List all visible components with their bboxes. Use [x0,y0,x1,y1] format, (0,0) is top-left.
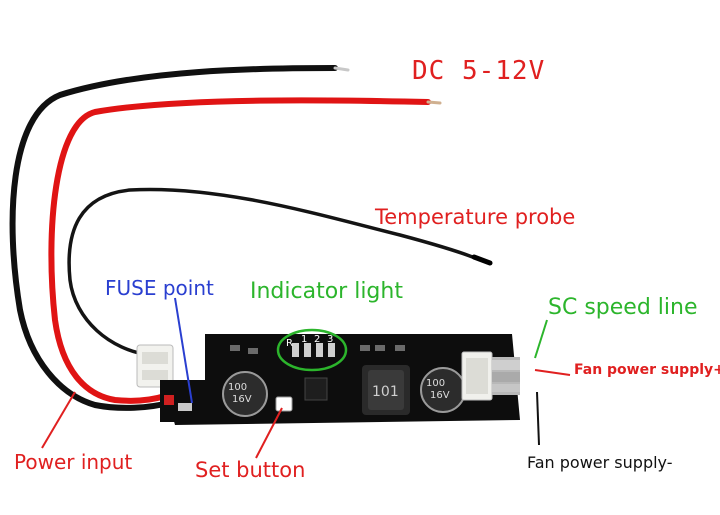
indicator-mark-1: 1 [301,334,307,345]
capacitor-left: 100 16V [222,371,268,417]
fuse-point-label: FUSE point [105,276,214,300]
cap-right-value: 100 [426,378,445,389]
set-pointer [255,407,283,459]
probe-tip [471,254,493,266]
capacitor-right: 100 16V [420,367,466,413]
red-power-wire [48,97,431,404]
power-pointer [41,391,76,449]
temperature-probe-wire [67,187,477,357]
cap-right-rating: 16V [430,390,450,401]
indicator-mark-0: R [286,338,293,349]
set-button-part [275,396,293,412]
fan-power-minus-label: Fan power supply- [527,453,673,472]
fan-power-plus-label: Fan power supply+ [574,362,720,378]
indicator-leds: R 1 2 3 [286,334,335,357]
fan-minus-pointer [536,391,540,446]
indicator-light-label: Indicator light [250,279,403,304]
set-button-label: Set button [195,458,306,482]
power-connector [136,344,174,388]
power-input-label: Power input [14,450,133,474]
red-wire-tip [426,100,442,105]
pcb-board: R 1 2 3 100 16V 101 100 16V [160,334,520,425]
indicator-mark-2: 2 [314,334,320,345]
fan-cable [492,357,520,395]
indicator-mark-3: 3 [327,334,333,345]
fan-connector [461,351,493,401]
dc-voltage-label: DC 5-12V [412,56,546,86]
cap-left-rating: 16V [232,394,252,405]
inductor: 101 [362,365,410,415]
black-wire-tip [333,66,350,72]
temperature-probe-label: Temperature probe [375,205,576,229]
annotation-lines [41,297,571,459]
sc-pointer [534,319,548,359]
sc-speed-line-label: SC speed line [548,295,698,320]
inductor-code: 101 [372,384,399,400]
fuse-pointer [174,297,193,404]
indicator-highlight [276,328,348,372]
black-power-wire [9,65,338,411]
wires [9,65,493,411]
cap-left-value: 100 [228,382,247,393]
fan-plus-pointer [534,369,571,376]
